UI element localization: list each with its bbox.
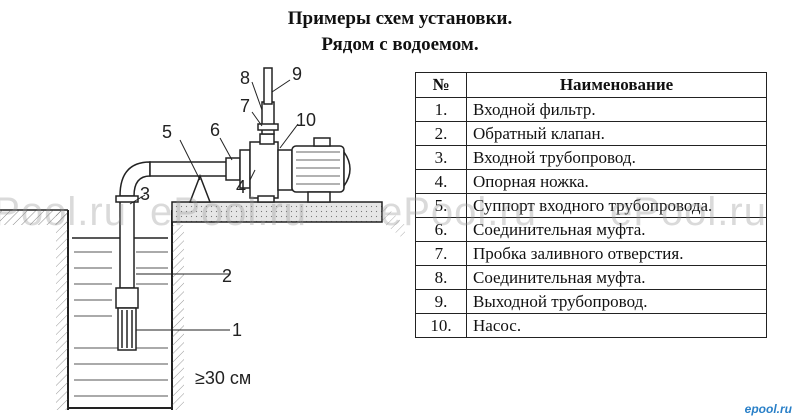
row-num: 3.: [415, 145, 467, 170]
table-row: 6.Соединительная муфта.: [415, 217, 767, 242]
row-num: 7.: [415, 241, 467, 266]
row-name: Выходной трубопровод.: [466, 289, 767, 314]
table-row: 2.Обратный клапан.: [415, 121, 767, 146]
row-num: 9.: [415, 289, 467, 314]
row-name: Суппорт входного трубопровода.: [466, 193, 767, 218]
row-name: Входной фильтр.: [466, 97, 767, 122]
row-num: 4.: [415, 169, 467, 194]
row-name: Опорная ножка.: [466, 169, 767, 194]
callout-3: 3: [140, 184, 150, 204]
pipe-support: [188, 173, 212, 203]
callout-7: 7: [240, 96, 250, 116]
depth-label: ≥30 см: [195, 368, 251, 388]
table-row: 4.Опорная ножка.: [415, 169, 767, 194]
reservoir: [56, 210, 184, 410]
discharge-pipe: [257, 67, 279, 135]
row-num: 5.: [415, 193, 467, 218]
page-title: Примеры схем установки.: [287, 8, 513, 29]
row-name: Входной трубопровод.: [466, 145, 767, 170]
column-header-name: Наименование: [466, 72, 767, 98]
callout-6: 6: [210, 120, 220, 140]
callout-8: 8: [240, 68, 250, 88]
table-row: 9.Выходной трубопровод.: [415, 289, 767, 314]
row-num: 6.: [415, 217, 467, 242]
parts-table: № Наименование 1.Входной фильтр. 2.Обрат…: [415, 72, 767, 338]
suction-pipe: [115, 161, 229, 351]
column-header-num: №: [415, 72, 467, 98]
table-row: 10.Насос.: [415, 313, 767, 338]
row-name: Пробка заливного отверстия.: [466, 241, 767, 266]
row-num: 8.: [415, 265, 467, 290]
row-num: 1.: [415, 97, 467, 122]
row-name: Насос.: [466, 313, 767, 338]
pump: [239, 133, 351, 203]
callout-4: 4: [236, 177, 246, 197]
table-row: 7.Пробка заливного отверстия.: [415, 241, 767, 266]
installation-diagram: 1 2 3 4 5 6 7 8 9 10 ≥30 см: [0, 64, 405, 410]
callout-2: 2: [222, 266, 232, 286]
callout-9: 9: [292, 64, 302, 84]
logo: epool.ru: [744, 402, 792, 416]
table-row: 1.Входной фильтр.: [415, 97, 767, 122]
row-name: Соединительная муфта.: [466, 265, 767, 290]
table-row: 5.Суппорт входного трубопровода.: [415, 193, 767, 218]
table-header-row: № Наименование: [415, 72, 767, 98]
table-row: 8.Соединительная муфта.: [415, 265, 767, 290]
row-num: 10.: [415, 313, 467, 338]
row-num: 2.: [415, 121, 467, 146]
platform: [171, 201, 405, 240]
callout-5: 5: [162, 122, 172, 142]
callout-10: 10: [296, 110, 316, 130]
callout-1: 1: [232, 320, 242, 340]
table-row: 3.Входной трубопровод.: [415, 145, 767, 170]
row-name: Соединительная муфта.: [466, 217, 767, 242]
page-subtitle: Рядом с водоемом.: [321, 34, 479, 55]
row-name: Обратный клапан.: [466, 121, 767, 146]
